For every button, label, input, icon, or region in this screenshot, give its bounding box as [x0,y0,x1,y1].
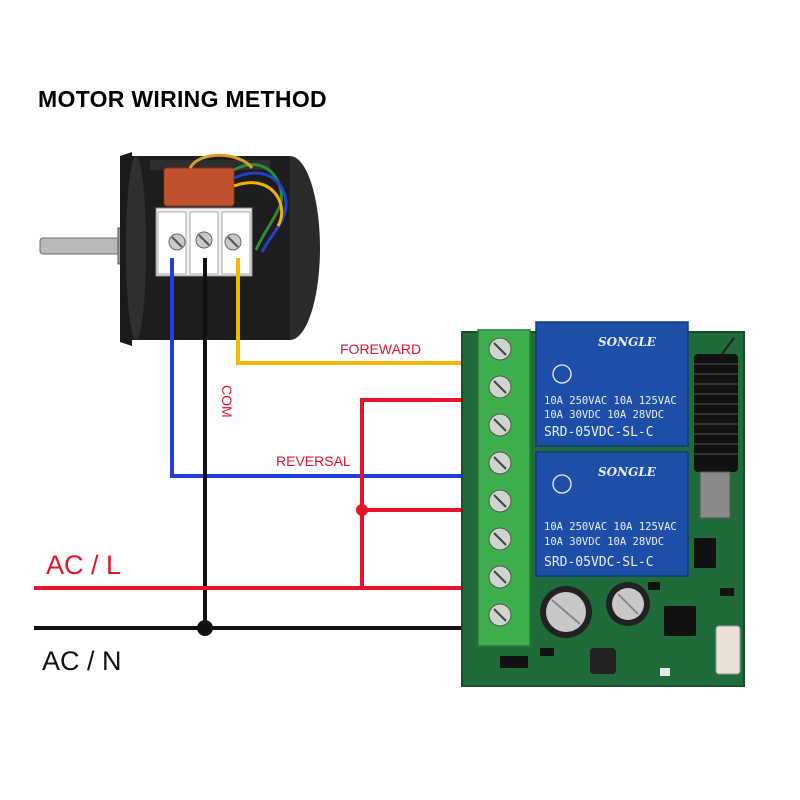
motor-highlight [150,160,270,170]
relay-1-cqc-icon [552,364,572,384]
relay-module: SONGLE 10A 250VAC 10A 125VAC 10A 30VDC 1… [461,321,745,687]
relay-2-brand: SONGLE [598,465,657,479]
relay-1-line1: 10A 250VAC 10A 125VAC [544,395,677,407]
forward-label: FOREWARD [340,341,421,357]
relay-common-wire-1 [360,398,490,588]
smd-1 [720,588,734,596]
antenna-coil [694,337,738,519]
ic-chip-1 [664,606,696,636]
relay-2-cqc-icon [552,474,572,494]
relay-2-line1: 10A 250VAC 10A 125VAC [544,521,677,533]
junction-dot-red [356,504,368,516]
motor-shaft [39,237,127,255]
relay-1-line2: 10A 30VDC 10A 28VDC [544,409,664,421]
smd-3 [540,648,554,656]
diagram-title: MOTOR WIRING METHOD [38,86,327,112]
relay-2-model: SRD-05VDC-SL-C [544,555,654,570]
motor-body-rim [126,156,146,340]
com-label: COM [219,385,235,418]
smd-2 [648,582,660,590]
diode [500,656,528,668]
ic-chip-2 [694,538,716,568]
terminal-screws [488,337,512,627]
motor [39,152,320,346]
relay-1: SONGLE 10A 250VAC 10A 125VAC 10A 30VDC 1… [535,321,689,447]
junction-dot-black [197,620,213,636]
reversal-wire [170,258,490,478]
relay-2-line2: 10A 30VDC 10A 28VDC [544,536,664,548]
push-button [715,625,741,675]
led-1 [660,668,670,676]
motor-capacitor [163,167,235,207]
inductor [590,648,616,674]
relay-1-brand: SONGLE [598,335,657,349]
capacitor-2 [606,582,650,626]
relay-2: SONGLE 10A 250VAC 10A 125VAC 10A 30VDC 1… [535,451,689,577]
ac-l-label: AC / L [46,550,121,580]
ac-n-label: AC / N [42,646,122,676]
capacitor-1 [540,586,592,638]
forward-wire [236,258,490,365]
reversal-label: REVERSAL [276,453,351,469]
motor-leads [233,163,283,251]
relay-1-model: SRD-05VDC-SL-C [544,425,654,440]
